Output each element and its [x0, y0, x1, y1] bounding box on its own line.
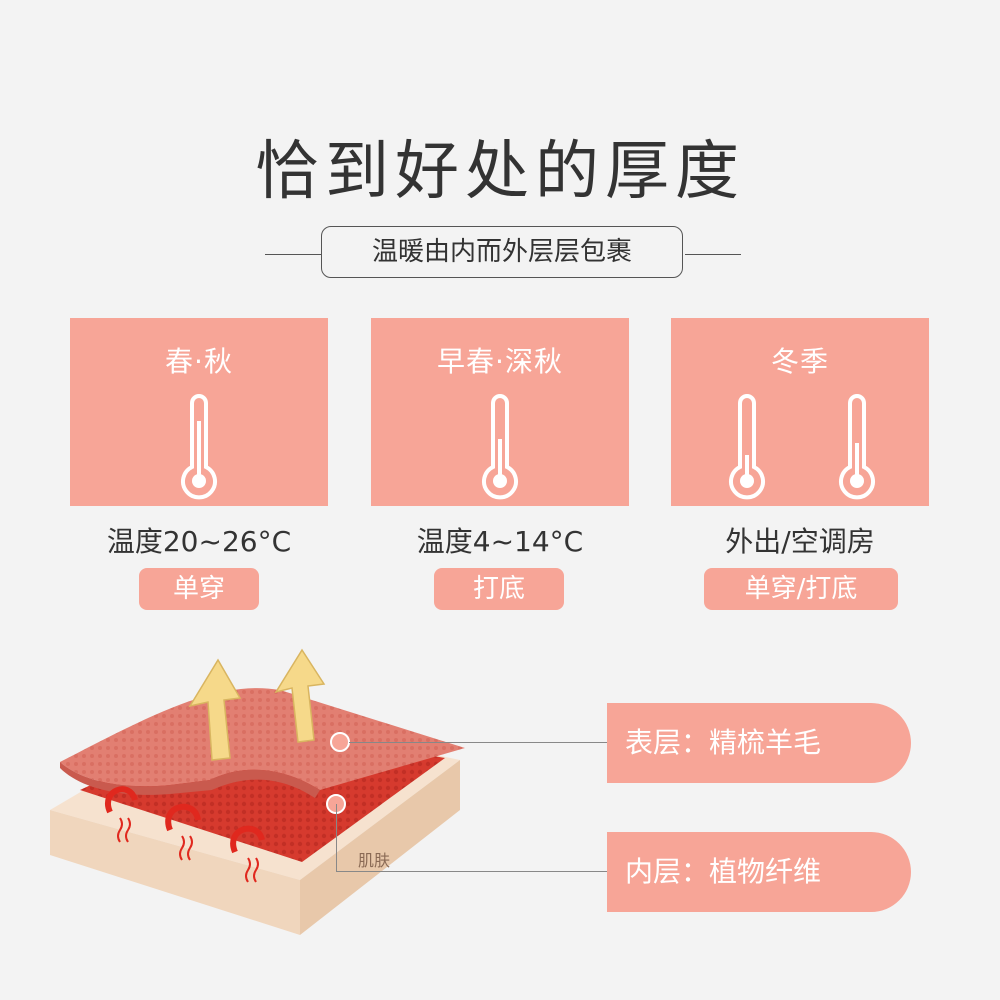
- season-card-spring-autumn: 春·秋: [70, 318, 328, 506]
- season-card-early-spring-late-autumn: 早春·深秋: [371, 318, 629, 506]
- subtitle: 温暖由内而外层层包裹: [321, 226, 683, 278]
- outer-layer-connector: [349, 742, 607, 743]
- season-condition: 温度4~14°C: [416, 525, 584, 558]
- subtitle-divider-right: [685, 254, 741, 255]
- thermometer-icon: [482, 394, 518, 500]
- season-label: 早春·深秋: [437, 345, 563, 378]
- usage-badge: 打底: [434, 568, 564, 610]
- thermometer-icon: [839, 394, 875, 500]
- page-title: 恰到好处的厚度: [255, 135, 745, 209]
- outer-layer-label: 表层：精梳羊毛: [607, 703, 911, 783]
- usage-badge: 单穿: [139, 568, 259, 610]
- breathable-arrow-icon: [188, 658, 242, 761]
- subtitle-banner: 温暖由内而外层层包裹: [265, 226, 741, 282]
- season-label: 春·秋: [165, 345, 233, 378]
- season-label: 冬季: [770, 345, 829, 378]
- subtitle-divider-left: [265, 254, 321, 255]
- outer-fabric-layer: [60, 688, 465, 790]
- thermometer-icon: [729, 394, 765, 500]
- season-card-winter: 冬季: [671, 318, 929, 506]
- usage-badge: 单穿/打底: [704, 568, 898, 610]
- inner-layer-connector: [336, 871, 607, 872]
- season-condition: 外出/空调房: [725, 525, 875, 558]
- breathable-arrow-icon: [274, 648, 326, 743]
- inner-layer-connector-vertical: [336, 804, 337, 872]
- fabric-layers-illustration: 肌肤: [50, 648, 465, 935]
- heat-circulation-icon: [105, 786, 265, 854]
- outer-layer-marker: [330, 732, 350, 752]
- inner-layer-label: 内层：植物纤维: [607, 832, 911, 912]
- season-condition: 温度20~26°C: [106, 525, 292, 558]
- skin-label: 肌肤: [358, 851, 390, 870]
- thermometer-icon: [181, 394, 217, 500]
- heat-wave-icon: [117, 817, 259, 883]
